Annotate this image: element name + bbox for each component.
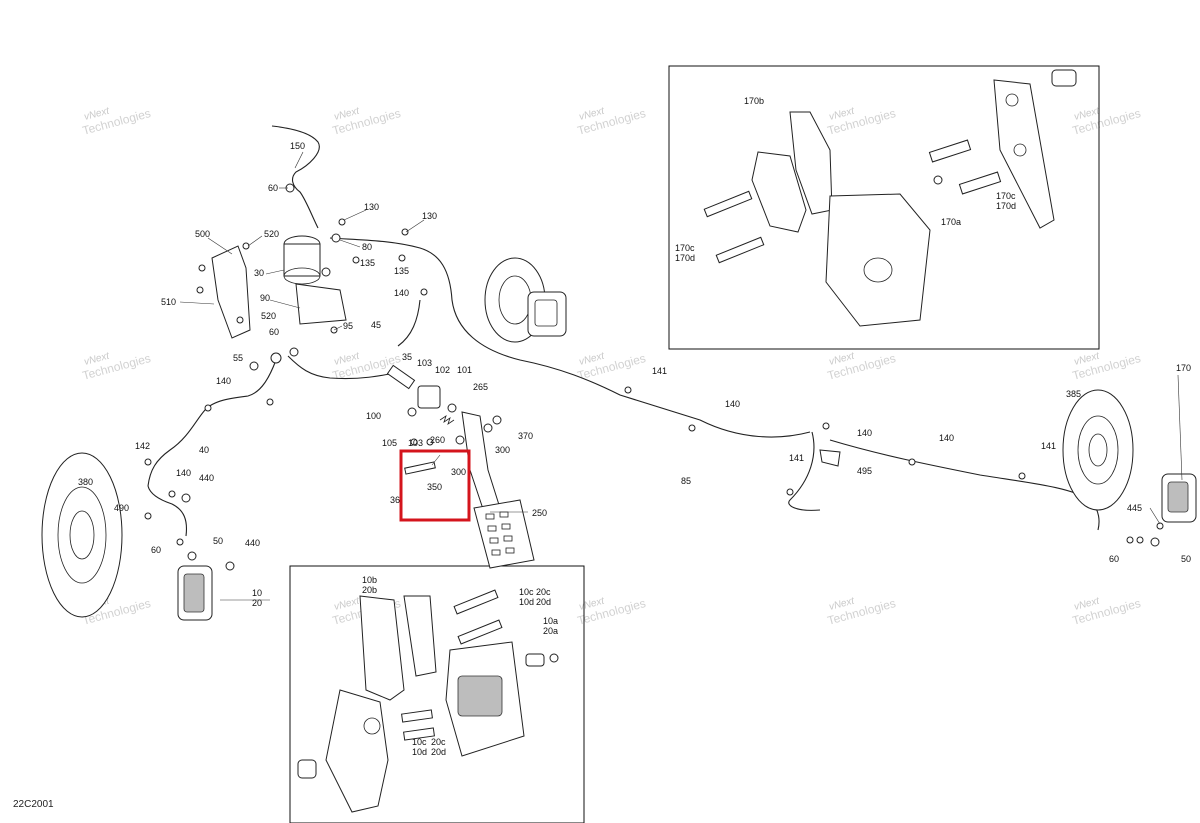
callout-20c: 20c [431,737,446,747]
callout-141: 141 [789,453,804,463]
callout-170a: 170a [941,217,961,227]
callout-35: 35 [402,352,412,362]
callout-170b: 170b [744,96,764,106]
callout-140: 140 [394,288,409,298]
callout-10: 10 [252,588,262,598]
brake-pedal [461,411,535,569]
callout-45: 45 [371,320,381,330]
callout-40: 40 [199,445,209,455]
callout-260: 260 [430,435,445,445]
callout-80: 80 [362,242,372,252]
callout-labels: 150 60 130 130 80 135 135 500 520 30 510… [78,96,1191,757]
callout-36: 36 [390,495,400,505]
callout-55: 55 [233,353,243,363]
callout-510: 510 [161,297,176,307]
callout-130: 130 [364,202,379,212]
callout-170c: 170c [996,191,1016,201]
callout-30: 30 [254,268,264,278]
callout-385: 385 [1066,389,1081,399]
callout-90: 90 [260,293,270,303]
heat-shield-bracket [211,245,251,339]
front-right-caliper [1161,473,1197,523]
callout-135: 135 [360,258,375,268]
pedal-shaft-spring [386,364,455,475]
callout-140: 140 [939,433,954,443]
callout-102: 102 [435,365,450,375]
callout-140: 140 [216,376,231,386]
callout-140: 140 [725,399,740,409]
callout-20d: 20d [536,597,551,607]
callout-100: 100 [366,411,381,421]
bracket-495 [819,449,841,467]
callout-520: 520 [264,229,279,239]
callout-142: 142 [135,441,150,451]
callout-440: 440 [245,538,260,548]
rear-caliper [527,291,567,337]
callout-300: 300 [495,445,510,455]
callout-60: 60 [1109,554,1119,564]
callout-140: 140 [857,428,872,438]
callout-20b: 20b [362,585,377,595]
callout-300: 300 [451,467,466,477]
callout-130: 130 [422,211,437,221]
callout-105: 105 [382,438,397,448]
callout-60: 60 [269,327,279,337]
callout-170d: 170d [996,201,1016,211]
rear-caliper-exploded [703,69,1077,327]
callout-20: 20 [252,598,262,608]
callout-10d: 10d [412,747,427,757]
front-right-brake-disc [1062,389,1134,511]
callout-370: 370 [518,431,533,441]
highlight-box [399,449,471,522]
callout-150: 150 [290,141,305,151]
callout-141: 141 [1041,441,1056,451]
callout-10c: 10c [519,587,534,597]
hardware-fasteners [144,183,1164,571]
callout-170c: 170c [675,243,695,253]
callout-95: 95 [343,321,353,331]
callout-20d: 20d [431,747,446,757]
callout-20c: 20c [536,587,551,597]
leader-lines [179,151,1183,601]
callout-170d: 170d [675,253,695,263]
front-caliper-exploded [297,589,559,813]
callout-495: 495 [857,466,872,476]
brake-lines [147,125,1100,537]
callout-103: 103 [408,438,423,448]
callout-140: 140 [176,468,191,478]
callout-265: 265 [473,382,488,392]
callout-250: 250 [532,508,547,518]
callout-350: 350 [427,482,442,492]
callout-50: 50 [1181,554,1191,564]
callout-490: 490 [114,503,129,513]
callout-500: 500 [195,229,210,239]
detail-box-rear-caliper [668,65,1100,350]
callout-103: 103 [417,358,432,368]
callout-10d: 10d [519,597,534,607]
callout-135: 135 [394,266,409,276]
callout-440: 440 [199,473,214,483]
callout-170: 170 [1176,363,1191,373]
front-left-brake-disc [41,452,123,618]
diagram-code: 22C2001 [13,799,54,810]
callout-380: 380 [78,477,93,487]
callout-20a: 20a [543,626,558,636]
callout-141: 141 [652,366,667,376]
front-left-caliper [177,565,213,621]
callout-445: 445 [1127,503,1142,513]
callout-101: 101 [457,365,472,375]
callout-60: 60 [151,545,161,555]
detail-box-front-caliper [289,565,585,823]
callout-85: 85 [681,476,691,486]
callout-10c: 10c [412,737,427,747]
callout-10a: 10a [543,616,558,626]
master-cylinder [283,235,347,325]
callout-10b: 10b [362,575,377,585]
callout-50: 50 [213,536,223,546]
callout-520: 520 [261,311,276,321]
callout-60: 60 [268,183,278,193]
